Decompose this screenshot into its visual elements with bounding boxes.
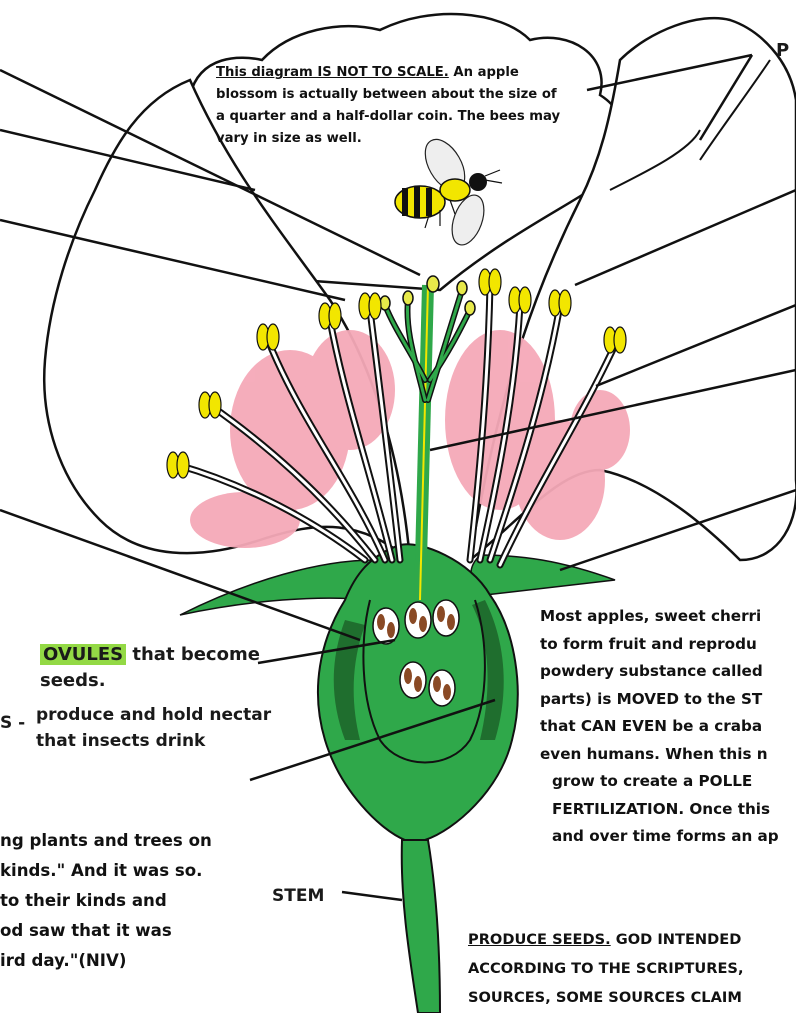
pollination-text: Most apples, sweet cherri to form fruit … [540, 603, 796, 851]
genesis-quote: ng plants and trees on kinds." And it wa… [0, 826, 212, 976]
ovules-label-line2: seeds. [40, 668, 260, 694]
scale-note: This diagram IS NOT TO SCALE. An apple b… [216, 62, 608, 150]
ovules-highlight: OVULES [40, 644, 126, 665]
scale-note-emphasis: This diagram IS NOT TO SCALE. [216, 65, 449, 80]
ovule [373, 608, 399, 644]
info-line: and over time forms an ap [552, 823, 796, 851]
stem-label: STEM [272, 886, 324, 906]
ovules-label-text: that become [126, 644, 260, 665]
nectaries-label: produce and hold nectar that insects dri… [36, 702, 271, 754]
info-line: grow to create a POLLE [552, 768, 796, 796]
stem [402, 840, 440, 1013]
tail-line: ACCORDING TO THE SCRIPTURES, [468, 954, 744, 983]
genesis-line: kinds." And it was so. [0, 856, 212, 886]
info-line: to form fruit and reprodu [540, 631, 796, 659]
info-line: powdery substance called [540, 658, 796, 686]
ovules-label: OVULES that become seeds. [40, 642, 260, 694]
ovule [429, 670, 455, 706]
tail-text: GOD INTENDED [611, 931, 742, 948]
scale-note-text: An apple [449, 65, 519, 80]
info-line: Most apples, sweet cherri [540, 603, 796, 631]
genesis-line: to their kinds and [0, 886, 212, 916]
scale-note-line: vary in size as well. [216, 128, 608, 150]
info-line: FERTILIZATION. Once this [552, 796, 796, 824]
genesis-line: ng plants and trees on [0, 826, 212, 856]
ovule [400, 662, 426, 698]
ovule [433, 600, 459, 636]
scale-note-line: a quarter and a half-dollar coin. The be… [216, 106, 608, 128]
nectaries-line1: produce and hold nectar [36, 702, 271, 728]
info-line: parts) is MOVED to the ST [540, 686, 796, 714]
genesis-line: ird day."(NIV) [0, 946, 212, 976]
info-line: that CAN EVEN be a craba [540, 713, 796, 741]
ovule [405, 602, 431, 638]
nectaries-label-cut: S - [0, 713, 25, 733]
tail-line: SOURCES, SOME SOURCES CLAIM [468, 983, 744, 1012]
genesis-line: od saw that it was [0, 916, 212, 946]
label-cut-p: P [776, 40, 789, 61]
scale-note-line: blossom is actually between about the si… [216, 84, 608, 106]
produce-seeds-emphasis: PRODUCE SEEDS. [468, 931, 611, 948]
info-line: even humans. When this n [540, 741, 796, 769]
seeds-text: PRODUCE SEEDS. GOD INTENDED ACCORDING TO… [468, 925, 744, 1012]
nectaries-line2: that insects drink [36, 728, 271, 754]
